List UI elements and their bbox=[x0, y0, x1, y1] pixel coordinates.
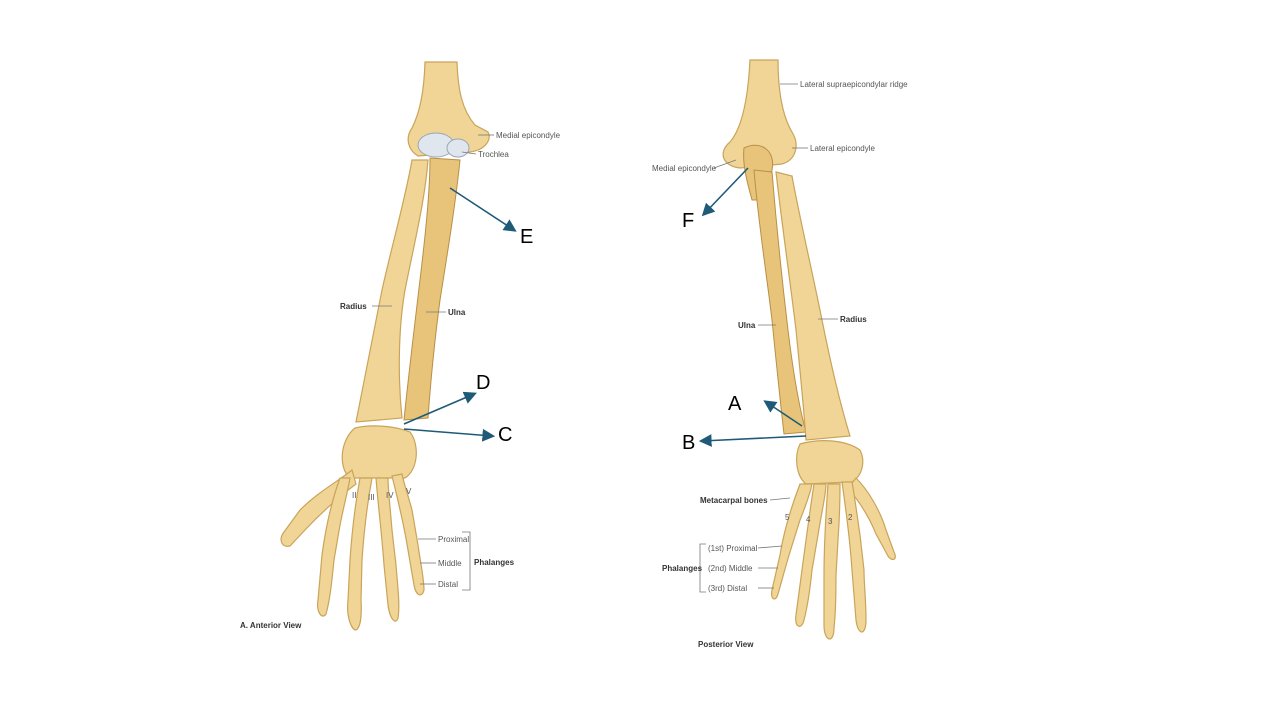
digit-numeral: V bbox=[406, 487, 412, 496]
label-trochlea: Trochlea bbox=[478, 150, 509, 159]
anterior-capitulum bbox=[446, 138, 470, 158]
quiz-label-b: B bbox=[682, 432, 695, 454]
digit-numeral: III bbox=[368, 493, 375, 502]
quiz-label-e: E bbox=[520, 226, 533, 248]
arrow-c bbox=[403, 428, 496, 442]
digit-numeral: IV bbox=[386, 491, 394, 500]
quiz-label-c: C bbox=[498, 424, 512, 446]
label-ulna: Ulna bbox=[448, 308, 466, 317]
posterior-finger-4 bbox=[795, 483, 827, 627]
anterior-carpals bbox=[341, 425, 417, 479]
digit-number: 3 bbox=[828, 517, 833, 526]
label-lateral-epicondyle: Lateral epicondyle bbox=[810, 144, 875, 153]
posterior-finger-5 bbox=[771, 483, 813, 600]
anterior-humerus bbox=[407, 61, 490, 157]
anterior-finger-5 bbox=[317, 477, 351, 617]
digit-number: 5 bbox=[785, 513, 790, 522]
label-lateral-supraepicondylar-ridge: Lateral supraepicondylar ridge bbox=[800, 80, 908, 89]
posterior-thumb bbox=[847, 477, 896, 561]
anterior-finger-4 bbox=[391, 473, 425, 596]
quiz-label-f: F bbox=[682, 210, 694, 232]
arrow-a bbox=[763, 400, 803, 427]
label-proximal: Proximal bbox=[438, 535, 469, 544]
posterior-carpals bbox=[796, 440, 864, 485]
label-medial-epicondyle: Medial epicondyle bbox=[652, 164, 717, 173]
label-phalanges: Phalanges bbox=[662, 564, 703, 573]
label-metacarpal-bones: Metacarpal bones bbox=[700, 496, 768, 505]
arrow-b bbox=[698, 434, 807, 447]
anterior-finger-3 bbox=[375, 477, 400, 622]
quiz-label-a: A bbox=[728, 393, 742, 415]
posterior-finger-3 bbox=[823, 483, 841, 640]
label-proximal: (1st) Proximal bbox=[708, 544, 758, 553]
arrow-f bbox=[701, 167, 749, 217]
digit-number: 2 bbox=[848, 513, 853, 522]
label-medial-epicondyle: Medial epicondyle bbox=[496, 131, 561, 140]
posterior-view: 5 4 3 2 Lateral supraepicondylar ridge M… bbox=[652, 59, 908, 649]
label-radius: Radius bbox=[340, 302, 367, 311]
quiz-label-d: D bbox=[476, 372, 490, 394]
anterior-finger-2 bbox=[347, 477, 373, 631]
posterior-view-title: Posterior View bbox=[698, 640, 754, 649]
arrow-d bbox=[403, 391, 477, 425]
posterior-radius bbox=[775, 171, 851, 441]
label-distal: Distal bbox=[438, 580, 458, 589]
posterior-finger-2 bbox=[841, 481, 867, 633]
label-middle: Middle bbox=[438, 559, 462, 568]
label-distal: (3rd) Distal bbox=[708, 584, 747, 593]
anterior-view-title: A. Anterior View bbox=[240, 621, 302, 630]
digit-numeral: II bbox=[352, 491, 356, 500]
anterior-view: II III IV V Medial epicondyle Trochlea R… bbox=[240, 61, 561, 631]
label-middle: (2nd) Middle bbox=[708, 564, 753, 573]
label-phalanges: Phalanges bbox=[474, 558, 515, 567]
label-radius: Radius bbox=[840, 315, 867, 324]
label-ulna: Ulna bbox=[738, 321, 756, 330]
arrow-e bbox=[449, 187, 517, 232]
anterior-radius bbox=[355, 159, 429, 423]
digit-number: 4 bbox=[806, 515, 811, 524]
